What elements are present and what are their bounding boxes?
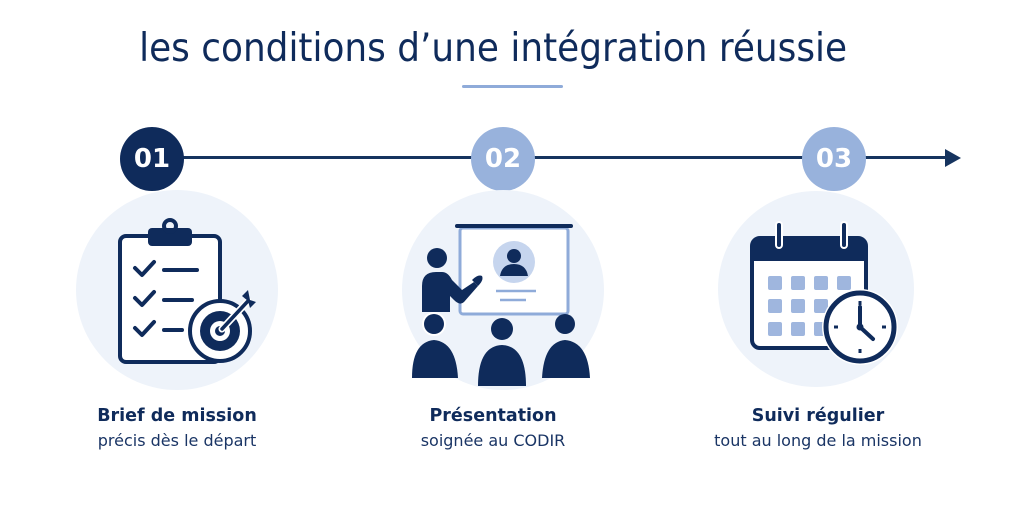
step-icon-circle-2 [402,190,604,390]
step-icon-circle-1 [76,190,278,390]
step-title-1: Brief de mission [97,406,257,426]
step-number-badge-2: 02 [471,127,535,191]
step-number-badge-3: 03 [802,127,866,191]
step-title-2: Présentation [429,406,557,426]
step-caption-2: Présentation soignée au CODIR [343,404,643,454]
title-underline [462,85,563,88]
step-subtitle-1: précis dès le départ [97,431,257,450]
step-subtitle-3: tout au long de la mission [714,431,922,450]
step-caption-1: Brief de mission précis dès le départ [27,404,327,454]
step-caption-3: Suivi régulier tout au long de la missio… [668,404,968,454]
step-title-3: Suivi régulier [751,406,885,426]
page-title: les conditions d’une intégration réussie [139,26,848,71]
presentation-audience-icon [412,224,590,386]
step-number-badge-1: 01 [120,127,184,191]
timeline-line [150,156,950,159]
calendar-clock-icon [750,221,898,365]
step-icon-circle-3 [718,191,914,387]
clipboard-checklist-target-icon [118,218,256,364]
timeline-arrow-icon [945,149,961,167]
step-subtitle-2: soignée au CODIR [420,431,566,450]
